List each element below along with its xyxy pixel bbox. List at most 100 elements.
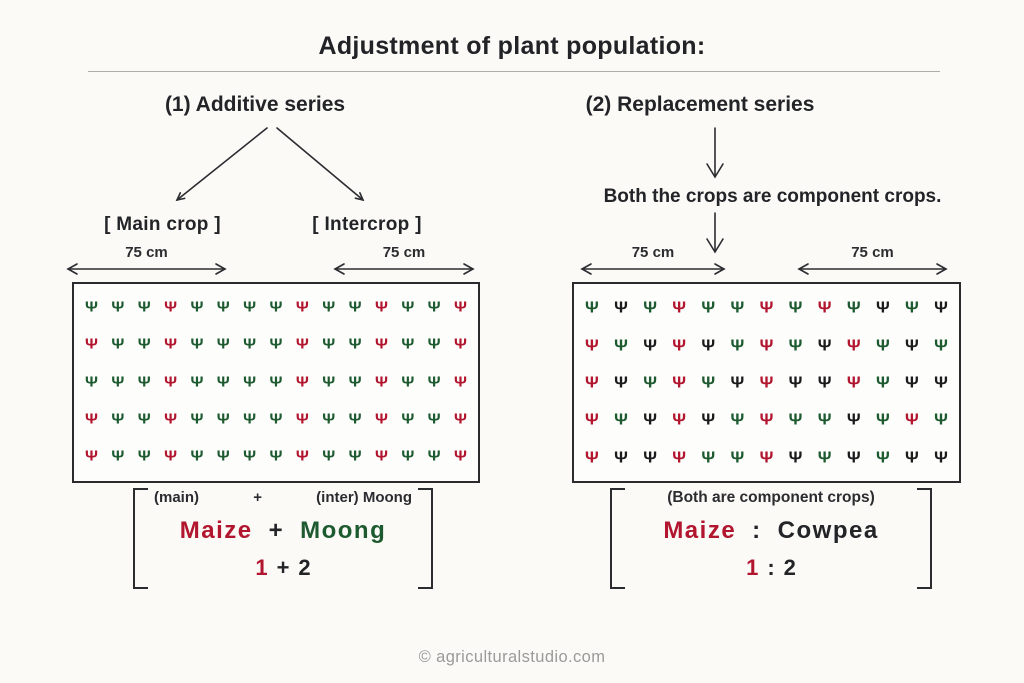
maize-plant-icon: Ψ (295, 336, 309, 353)
left-bracket (610, 488, 625, 589)
maize-plant-icon: Ψ (585, 336, 599, 354)
moong-plant-icon: Ψ (137, 449, 151, 465)
moong-plant-icon: Ψ (216, 374, 230, 390)
moong-plant-icon: Ψ (85, 374, 98, 390)
maize-plant-icon: Ψ (817, 298, 832, 317)
moong-plant-icon: Ψ (401, 449, 415, 465)
moong-plant-icon: Ψ (401, 336, 415, 353)
moong-plant-icon: Ψ (401, 411, 415, 428)
maize-plant-icon: Ψ (85, 336, 98, 353)
cowpea-plant-icon: Ψ (614, 448, 628, 467)
maize-plant-icon: Ψ (759, 336, 774, 354)
cowpea-plant-icon: Ψ (875, 298, 890, 317)
replacement-spacing-right-label: 75 cm (851, 244, 894, 261)
maize-plant-icon: Ψ (374, 449, 388, 465)
cowpea-plant-icon: Ψ (934, 448, 948, 467)
moong-plant-icon: Ψ (137, 374, 151, 390)
replacement-note: Both the crops are component crops. (603, 186, 942, 207)
cowpea-plant-icon: Ψ (614, 411, 628, 429)
moong-plant-icon: Ψ (111, 374, 125, 390)
moong-plant-icon: Ψ (190, 336, 204, 353)
moong-plant-icon: Ψ (137, 299, 151, 316)
moong-plant-icon: Ψ (111, 299, 125, 316)
maize-plant-icon: Ψ (454, 299, 467, 316)
moong-plant-icon: Ψ (348, 449, 362, 465)
moong-plant-icon: Ψ (85, 299, 98, 316)
maize-plant-icon: Ψ (164, 411, 178, 428)
right-bracket (418, 488, 433, 589)
maize-plant-icon: Ψ (454, 449, 467, 465)
maize-plant-icon: Ψ (759, 411, 774, 429)
additive-spacing-left-label: 75 cm (125, 244, 168, 261)
annotation-plus: + (253, 489, 262, 506)
moong-plant-icon: Ψ (427, 299, 441, 316)
moong-plant-icon: Ψ (216, 449, 230, 465)
replacement-series-heading: (2) Replacement series (585, 93, 815, 116)
cowpea-plant-icon: Ψ (846, 298, 861, 317)
moong-plant-icon: Ψ (269, 411, 283, 428)
moong-plant-icon: Ψ (190, 449, 204, 465)
moong-plant-icon: Ψ (216, 299, 230, 316)
cowpea-plant-icon: Ψ (585, 298, 599, 317)
maize-plant-icon: Ψ (759, 298, 774, 317)
crop1-name: Maize (179, 516, 253, 544)
cowpea-plant-icon: Ψ (614, 298, 628, 317)
cowpea-plant-icon: Ψ (934, 373, 948, 392)
cowpea-plant-icon: Ψ (846, 411, 861, 429)
maize-plant-icon: Ψ (672, 411, 687, 429)
intercrop-label: [ Intercrop ] (312, 214, 422, 235)
right-bracket (917, 488, 932, 589)
moong-plant-icon: Ψ (348, 336, 362, 353)
ratio-value-1: 1 (746, 555, 759, 580)
crop2-name: Cowpea (777, 517, 879, 544)
replacement-spacing-left-label: 75 cm (631, 244, 675, 261)
cowpea-plant-icon: Ψ (905, 298, 919, 317)
ratio-value-2: 2 (298, 555, 311, 580)
additive-series-heading: (1) Additive series (164, 93, 346, 116)
cowpea-plant-icon: Ψ (788, 336, 803, 354)
replacement-formula: (Both are component crops) Maize : Cowpe… (610, 488, 932, 589)
annotation-main: (main) (154, 489, 199, 506)
moong-plant-icon: Ψ (243, 299, 257, 316)
double-arrow-icon (66, 263, 227, 275)
maize-plant-icon: Ψ (454, 411, 467, 428)
moong-plant-icon: Ψ (348, 299, 362, 316)
moong-plant-icon: Ψ (269, 449, 283, 465)
moong-plant-icon: Ψ (269, 299, 283, 316)
title-divider (88, 71, 940, 72)
cowpea-plant-icon: Ψ (817, 336, 832, 354)
maize-plant-icon: Ψ (454, 374, 467, 390)
crop2-name: Moong (300, 516, 387, 544)
moong-plant-icon: Ψ (427, 411, 441, 428)
cowpea-plant-icon: Ψ (643, 373, 657, 392)
cowpea-plant-icon: Ψ (846, 448, 861, 467)
maize-plant-icon: Ψ (374, 336, 388, 353)
maize-plant-icon: Ψ (585, 411, 599, 429)
moong-plant-icon: Ψ (111, 336, 125, 353)
maize-plant-icon: Ψ (295, 374, 309, 390)
moong-plant-icon: Ψ (401, 299, 415, 316)
main-crop-label: [ Main crop ] (104, 214, 221, 235)
cowpea-plant-icon: Ψ (643, 298, 657, 317)
cowpea-plant-icon: Ψ (643, 411, 657, 429)
maize-plant-icon: Ψ (164, 449, 178, 465)
moong-plant-icon: Ψ (190, 299, 204, 316)
cowpea-plant-icon: Ψ (905, 448, 919, 467)
crops-operator: + (268, 516, 285, 544)
moong-plant-icon: Ψ (322, 299, 336, 316)
moong-plant-icon: Ψ (137, 411, 151, 428)
maize-plant-icon: Ψ (585, 373, 599, 392)
double-arrow-icon (797, 263, 948, 275)
moong-plant-icon: Ψ (243, 336, 257, 353)
double-arrow-icon (580, 263, 726, 275)
moong-plant-icon: Ψ (348, 374, 362, 390)
maize-plant-icon: Ψ (374, 374, 388, 390)
ratio-value-1: 1 (255, 555, 268, 580)
cowpea-plant-icon: Ψ (614, 373, 628, 392)
moong-plant-icon: Ψ (243, 411, 257, 428)
